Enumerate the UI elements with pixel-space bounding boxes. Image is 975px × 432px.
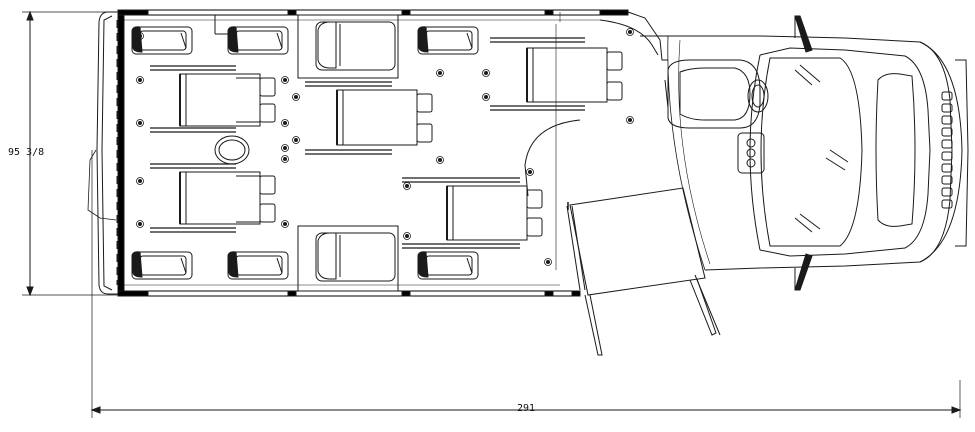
length-dimension-label: 291 [515, 403, 538, 415]
front-bumper [920, 42, 968, 262]
height-dimension-line [22, 12, 122, 295]
wheelchair-5 [402, 178, 542, 248]
height-dimension-label: 95 3/8 [8, 147, 45, 159]
console-knobs [738, 133, 764, 173]
length-dimension-line [92, 150, 960, 418]
fold-seat-top-3 [418, 27, 478, 54]
double-seat-top [298, 15, 398, 78]
wheelchair-2 [150, 164, 275, 232]
windshield [761, 58, 862, 246]
double-seat-bottom [298, 226, 398, 291]
wheelchair-1 [150, 66, 275, 132]
fold-seat-bottom-2 [228, 252, 288, 279]
wheelchair-3 [305, 82, 432, 154]
fold-seat-top-1 [132, 27, 192, 54]
side-mirrors [795, 16, 812, 290]
steering-wheel [748, 80, 768, 112]
wheelchair-4 [490, 38, 622, 110]
wheelchair-lift [567, 188, 720, 355]
fold-seat-bottom-1 [132, 252, 192, 279]
fold-seat-bottom-3 [418, 252, 478, 279]
grille [942, 92, 952, 208]
driver-seat [665, 60, 760, 128]
floor-hatch [215, 136, 249, 164]
entry-door-frame [215, 12, 668, 196]
hood [876, 74, 915, 227]
tie-down-anchors [137, 29, 634, 266]
fold-seat-top-2 [228, 27, 288, 54]
body-walls [118, 10, 628, 296]
rear-bumper [88, 12, 118, 294]
